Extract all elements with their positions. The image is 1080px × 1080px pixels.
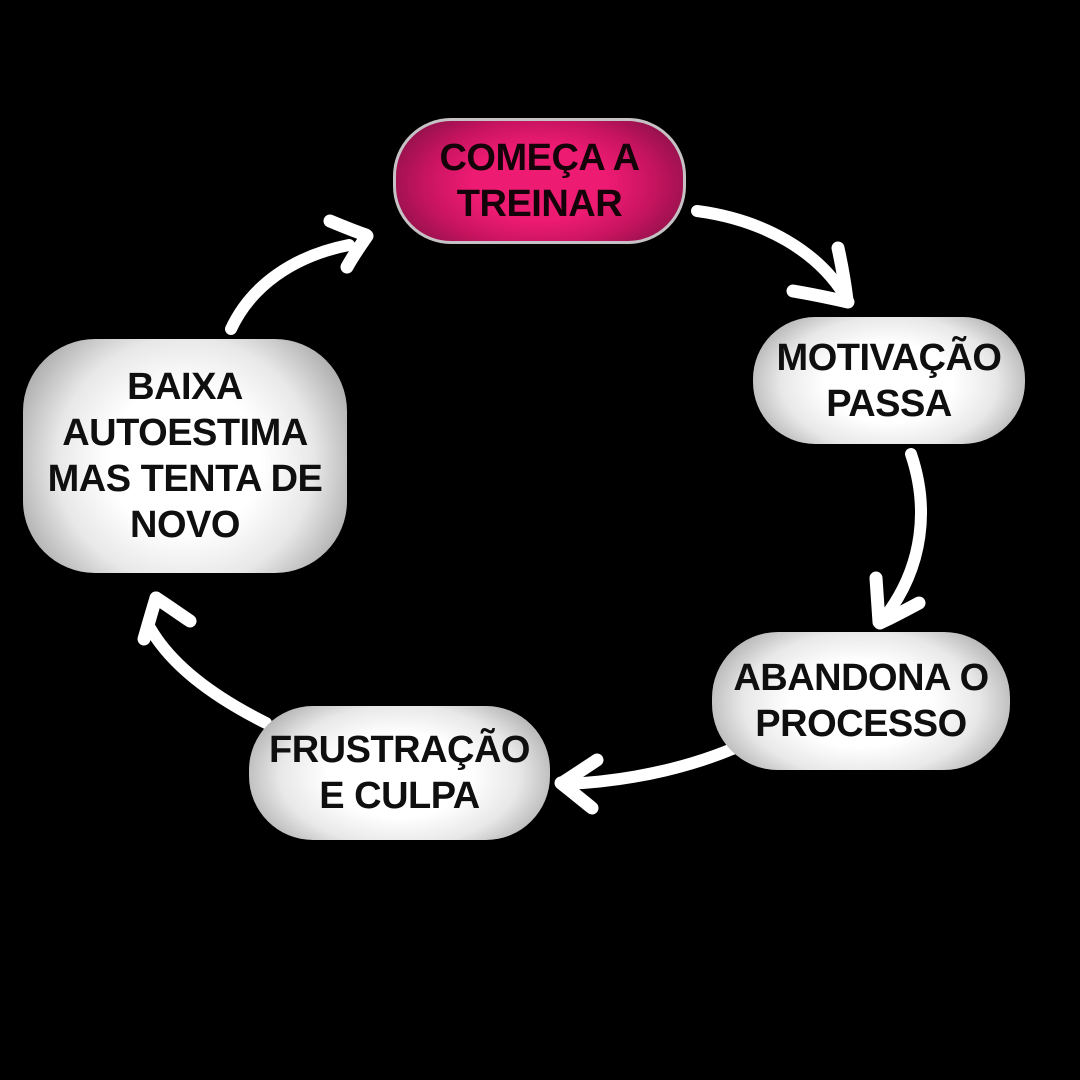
node-abandona-o-processo-label: ABANDONA O PROCESSO	[733, 657, 989, 745]
node-abandona-o-processo: ABANDONA O PROCESSO	[712, 632, 1010, 770]
arrow-comeca-to-motivacao-icon	[691, 205, 855, 309]
node-comeca-a-treinar-label: COMEÇA A TREINAR	[439, 137, 640, 225]
node-baixa-autoestima-label: BAIXA AUTOESTIMA MAS TENTA DE NOVO	[47, 366, 323, 546]
arrow-motivacao-to-abandona-icon	[869, 448, 927, 630]
node-frustracao-e-culpa-label: FRUSTRAÇÃO E CULPA	[269, 729, 530, 817]
node-frustracao-e-culpa: FRUSTRAÇÃO E CULPA	[249, 706, 550, 840]
node-motivacao-passa: MOTIVAÇÃO PASSA	[753, 317, 1025, 444]
node-comeca-a-treinar: COMEÇA A TREINAR	[393, 118, 686, 244]
arrow-abandona-to-frustracao-icon	[554, 733, 760, 815]
node-motivacao-passa-label: MOTIVAÇÃO PASSA	[776, 336, 1002, 425]
arrow-frustracao-to-baixa-icon	[137, 591, 272, 729]
arrow-baixa-to-comeca-icon	[225, 214, 374, 335]
node-baixa-autoestima-mas-tenta-de-novo: BAIXA AUTOESTIMA MAS TENTA DE NOVO	[23, 339, 347, 573]
